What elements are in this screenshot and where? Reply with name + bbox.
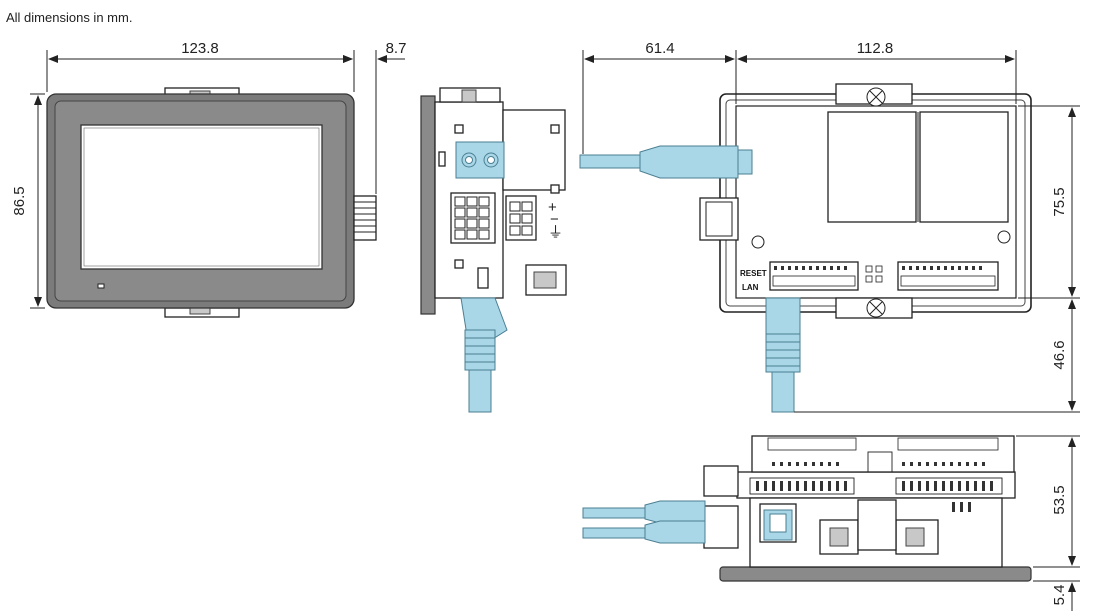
- dim-rear-height: 75.5: [1051, 187, 1068, 216]
- bottom-view: 53.5 5.4: [582, 435, 1080, 611]
- svg-text:⏚: ⏚: [548, 224, 563, 241]
- bottom-lan-cable: [582, 527, 646, 539]
- expansion-slot-left: [827, 111, 917, 223]
- reset-label: RESET: [740, 269, 767, 278]
- side-lan-cable: [464, 329, 496, 371]
- svg-text:−: −: [550, 211, 559, 228]
- side-view: + − ⏚: [420, 87, 567, 413]
- dim-rear-cable-drop: 46.6: [1051, 340, 1068, 369]
- dim-rear-cable-length: 61.4: [645, 40, 674, 57]
- bottom-usb-cable: [582, 507, 646, 519]
- dim-bottom-bezel: 5.4: [1051, 585, 1068, 606]
- power-led: [97, 283, 105, 289]
- svg-text:+: +: [548, 199, 557, 216]
- io-terminal: [450, 192, 496, 244]
- dim-front-width: 123.8: [181, 40, 219, 57]
- rear-lan-cable: [765, 297, 801, 335]
- front-screen: [80, 124, 323, 270]
- dim-rear-width: 112.8: [857, 40, 893, 57]
- rear-usb-cable: [579, 154, 641, 169]
- dim-front-height: 86.5: [11, 186, 28, 215]
- expansion-slot-right: [919, 111, 1009, 223]
- front-view: 123.8 8.7 86.5: [11, 40, 407, 318]
- dim-front-depth: 8.7: [386, 40, 407, 57]
- rear-view: RESET LAN 61.4 112.8 75.5 46.6: [579, 40, 1080, 413]
- dim-bottom-height: 53.5: [1051, 485, 1068, 514]
- dimensions-note: All dimensions in mm.: [6, 10, 133, 25]
- lan-label: LAN: [742, 283, 759, 292]
